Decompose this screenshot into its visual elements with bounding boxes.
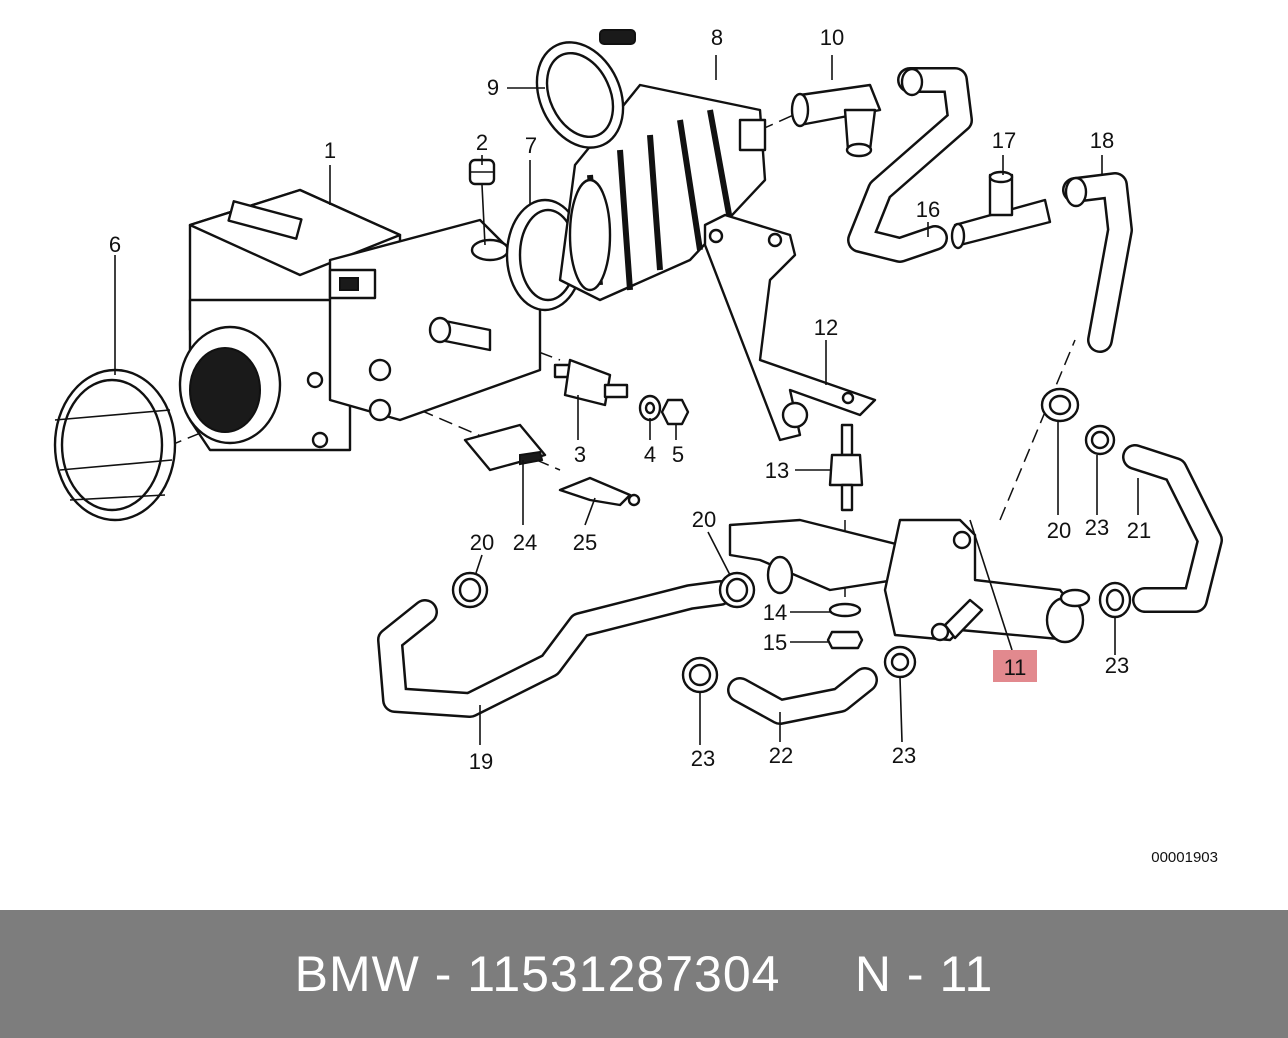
document-number: 00001903 (1151, 849, 1218, 866)
callout-23-top: 23 (1085, 515, 1109, 540)
part-sender-switch (553, 358, 629, 407)
part-info-text: BMW - 11531287304 N - 11 (294, 946, 994, 1002)
callout-10: 10 (820, 25, 844, 50)
leader-lines (114, 55, 1139, 745)
callout-4: 4 (644, 442, 656, 467)
callout-14: 14 (763, 600, 787, 625)
part-washer-nut (638, 394, 690, 426)
callout-1: 1 (324, 138, 336, 163)
callout-23-left: 23 (691, 746, 715, 771)
part-t-connector-10 (790, 83, 882, 158)
callout-21: 21 (1127, 518, 1151, 543)
part-rubber-mount (828, 423, 864, 512)
part-info-footer: BMW - 11531287304 N - 11 (0, 910, 1288, 1038)
callout-13: 13 (765, 458, 789, 483)
callout-23-right: 23 (1105, 653, 1129, 678)
part-idle-valve (728, 518, 1091, 644)
callout-20-middle: 20 (692, 507, 716, 532)
highlight-box-part-11 (993, 650, 1037, 682)
callout-3: 3 (574, 442, 586, 467)
callout-5: 5 (672, 442, 684, 467)
part-hose-19 (377, 580, 733, 718)
callout-17: 17 (992, 128, 1016, 153)
callout-15: 15 (763, 630, 787, 655)
part-hose-16 (847, 67, 973, 263)
part-tab-cap (558, 476, 641, 507)
callout-12: 12 (814, 315, 838, 340)
footer-position: N - 11 (854, 946, 994, 1002)
parts-diagram: 1 2 3 4 5 6 7 8 9 10 11 12 13 14 15 16 1… (53, 25, 1223, 866)
callout-19: 19 (469, 749, 493, 774)
callout-25: 25 (573, 530, 597, 555)
part-hose-clamp-9 (535, 29, 636, 149)
callout-9: 9 (487, 75, 499, 100)
part-hose-22 (727, 667, 878, 725)
callout-20-right: 20 (1047, 518, 1071, 543)
part-t-piece-17 (950, 170, 1052, 250)
part-ring-clamp (53, 368, 177, 522)
callout-8: 8 (711, 25, 723, 50)
callout-24: 24 (513, 530, 537, 555)
part-hose-21 (1122, 444, 1223, 613)
callout-labels: 1 2 3 4 5 6 7 8 9 10 11 12 13 14 15 16 1… (109, 25, 1151, 774)
callout-6: 6 (109, 232, 121, 257)
callout-18: 18 (1090, 128, 1114, 153)
part-clamps (451, 387, 1132, 694)
callout-7: 7 (525, 133, 537, 158)
callout-22: 22 (769, 743, 793, 768)
callout-11: 11 (1004, 655, 1027, 680)
callout-20-left: 20 (470, 530, 494, 555)
part-hose-18 (1062, 172, 1133, 353)
footer-part-number: 11531287304 (467, 946, 781, 1002)
footer-brand: BMW (294, 946, 420, 1002)
part-connector-plug (463, 423, 547, 472)
part-airflow-meter (178, 188, 542, 452)
callout-16: 16 (916, 197, 940, 222)
part-bracket (703, 213, 877, 442)
callout-2: 2 (476, 130, 488, 155)
part-washer-nut-lower (826, 602, 864, 650)
callout-23-bottom: 23 (892, 743, 916, 768)
